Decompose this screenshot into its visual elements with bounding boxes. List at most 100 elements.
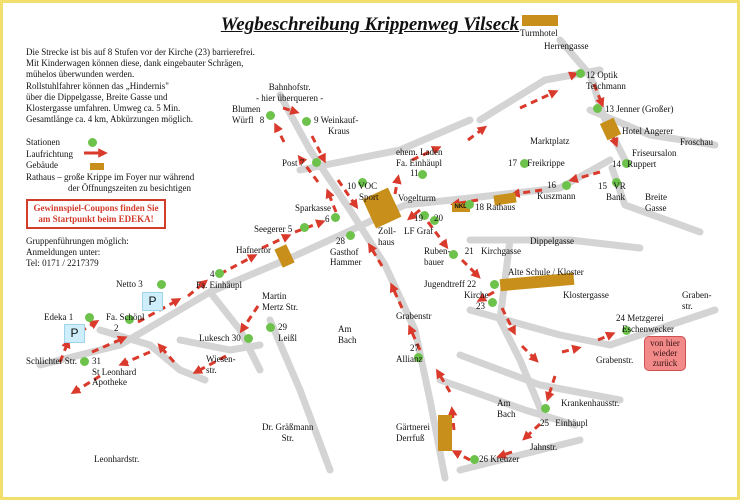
- place-zollhaus: Zoll-haus: [378, 226, 396, 247]
- street-krankenhausstr: Krankenhausstr.: [561, 398, 620, 408]
- legend-direction: Laufrichtung: [26, 148, 73, 159]
- station-24-marker[interactable]: [622, 326, 631, 335]
- legend: Stationen Laufrichtung Gebäude Rathaus –…: [26, 137, 194, 195]
- parking-netto: P: [142, 292, 163, 311]
- legend-rathaus: Rathaus – große Krippe im Foyer nur währ…: [26, 171, 195, 182]
- station-28-marker[interactable]: [346, 231, 355, 240]
- street-froschau: Froschau: [680, 137, 713, 147]
- street-wiesenstr: Wiesen-str.: [206, 354, 236, 375]
- station-25-label: 25 Einhäupl: [540, 418, 588, 428]
- station-18-marker[interactable]: [465, 200, 474, 209]
- station-15-marker[interactable]: [612, 178, 621, 187]
- station-22-marker[interactable]: [490, 280, 499, 289]
- street-hafnertor: Hafnertor: [236, 245, 271, 255]
- nkd-shop: NKD: [452, 203, 470, 212]
- station-8-marker[interactable]: [266, 111, 275, 120]
- station-23-marker[interactable]: [488, 298, 497, 307]
- station-22-label: Jugendtreff 22: [424, 279, 477, 289]
- station-27-marker[interactable]: [414, 353, 423, 362]
- station-9-label: 9 Weinkauf-Kraus: [314, 115, 359, 136]
- station-4-marker[interactable]: [215, 269, 224, 278]
- street-leonhardstr: Leonhardstr.: [94, 454, 140, 464]
- group-tours-info: Gruppenführungen möglich:Anmeldungen unt…: [26, 236, 129, 268]
- place-marktplatz: Marktplatz: [530, 136, 570, 146]
- station-18-label: 18 Rathaus: [475, 202, 516, 212]
- station-19-number: 19: [414, 213, 423, 223]
- route-arrows: [58, 71, 619, 462]
- street-jahnstr: Jahnstr.: [530, 442, 558, 452]
- station-17-label: 17 Freikrippe: [508, 158, 565, 168]
- station-2-marker[interactable]: [125, 315, 134, 324]
- street-kirchgasse: Kirchgasse: [481, 246, 521, 256]
- station-20-label: 20: [434, 213, 443, 223]
- intro-text: Die Strecke ist bis auf 8 Stufen vor der…: [26, 47, 255, 125]
- station-31-marker[interactable]: [80, 357, 89, 366]
- legend-stations: Stationen: [26, 137, 194, 149]
- legend-building: Gebäude: [26, 160, 194, 172]
- station-21-marker[interactable]: [449, 250, 458, 259]
- station-9-marker[interactable]: [302, 117, 311, 126]
- station-10-marker[interactable]: [358, 178, 367, 187]
- station-7-label: Post 7: [282, 158, 305, 168]
- station-11-marker[interactable]: [418, 170, 427, 179]
- street-bahnhofstr: Bahnhofstr.- hier überqueren -: [256, 82, 324, 103]
- place-hotel-angerer: Hotel Angerer: [622, 126, 674, 136]
- station-19-label: Vogelturm: [398, 193, 436, 203]
- station-14-marker[interactable]: [622, 159, 631, 168]
- station-13-label: 13 Jenner (Großer): [605, 104, 674, 114]
- station-7-marker[interactable]: [312, 158, 321, 167]
- station-16-marker[interactable]: [562, 181, 571, 190]
- street-dippelgasse: Dippelgasse: [530, 236, 574, 246]
- station-19-marker[interactable]: [420, 211, 429, 220]
- station-29-marker[interactable]: [266, 323, 275, 332]
- station-26-marker[interactable]: [470, 455, 479, 464]
- station-6-marker[interactable]: [331, 213, 340, 222]
- street-herrengasse: Herrengasse: [544, 41, 589, 51]
- station-1-marker[interactable]: [85, 313, 94, 322]
- station-30-marker[interactable]: [244, 334, 253, 343]
- street-klostergasse: Klostergasse: [563, 290, 609, 300]
- place-turmhotel: Turmhotel: [520, 28, 558, 38]
- station-17-marker[interactable]: [520, 159, 529, 168]
- parking-edeka: P: [64, 324, 85, 343]
- station-1-label: Edeka 1: [44, 312, 74, 322]
- station-30-label: Lukesch 30: [199, 333, 241, 343]
- station-5-label: Seegerer 5: [254, 224, 293, 234]
- station-26-label: 26 Kreuzer: [479, 454, 520, 464]
- station-12-marker[interactable]: [576, 69, 585, 78]
- station-3-marker[interactable]: [157, 280, 166, 289]
- street-grabenstr-mid: Grabenstr: [396, 311, 432, 321]
- street-grabenstr-right: Graben-str.: [682, 290, 712, 311]
- street-grabenstr-lower: Grabenstr.: [596, 355, 634, 365]
- station-20-name: LF Graf: [404, 226, 434, 236]
- station-25-marker[interactable]: [541, 404, 550, 413]
- station-5-marker[interactable]: [300, 223, 309, 232]
- station-20-marker[interactable]: [430, 216, 439, 225]
- building-gaertnerei: [438, 415, 452, 451]
- station-13-marker[interactable]: [593, 104, 602, 113]
